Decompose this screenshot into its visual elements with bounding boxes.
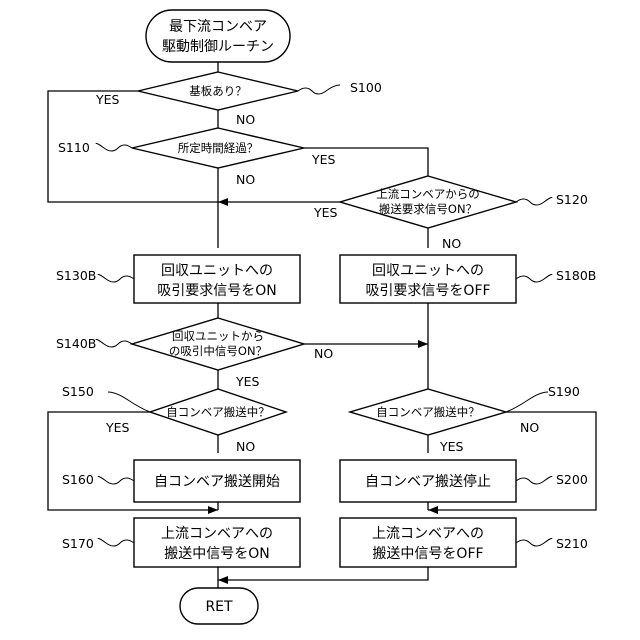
connectors [48, 62, 596, 588]
leader-s150 [108, 392, 150, 412]
step-label-s170: S170 [62, 536, 94, 551]
process-s170-line1: 上流コンベアへの [161, 526, 273, 542]
leader-s110 [96, 144, 132, 152]
leader-s190 [506, 392, 548, 412]
process-s200-line1: 自コンベア搬送停止 [365, 473, 491, 490]
step-label-s110: S110 [58, 140, 90, 155]
step-label-s120: S120 [556, 192, 588, 207]
s190-yes-label: YES [439, 439, 464, 454]
end-terminal: RET [180, 588, 258, 624]
s110-no-label: NO [236, 172, 255, 187]
decision-s120-text-line1: 上流コンベアからの [376, 187, 480, 201]
leader-s200 [516, 477, 552, 485]
leader-s140b [96, 340, 132, 348]
process-s180b: 回収ユニットへの 吸引要求信号をOFF [340, 255, 516, 303]
step-label-s100: S100 [350, 80, 382, 95]
s120-no-label: NO [442, 236, 461, 251]
leader-s180b [516, 275, 552, 283]
decision-s150-text: 自コンベア搬送中？ [166, 405, 270, 419]
s100-yes-label: YES [95, 92, 120, 107]
leader-s120 [516, 198, 552, 206]
start-title-line2: 駆動制御ルーチン [162, 39, 274, 55]
process-s170: 上流コンベアへの 搬送中信号をON [134, 518, 300, 567]
leader-s170 [98, 539, 134, 547]
leader-s130b [98, 275, 134, 283]
s100-no-label: NO [236, 112, 255, 127]
decision-s100-text: 基板あり？ [189, 84, 247, 98]
decision-s110: 所定時間経過？ [132, 128, 304, 168]
process-s160: 自コンベア搬送開始 [134, 460, 300, 502]
edge-s210-merge [218, 567, 428, 588]
end-label: RET [205, 599, 233, 615]
decision-s140b-text-line1: 回収ユニットから [172, 329, 264, 343]
decision-s100: 基板あり？ [138, 72, 298, 110]
decision-s140b-text-line2: の吸引中信号ON？ [169, 344, 267, 358]
start-title-line1: 最下流コンベア [169, 19, 267, 35]
step-label-s190: S190 [548, 384, 580, 399]
start-terminal: 最下流コンベア 駆動制御ルーチン [146, 10, 290, 62]
s140b-yes-label: YES [235, 374, 260, 389]
s150-no-label: NO [236, 439, 255, 454]
arrow-merge [218, 576, 228, 584]
step-label-s140b: S140B [56, 336, 96, 351]
step-label-s210: S210 [556, 536, 588, 551]
leader-s210 [516, 539, 552, 547]
process-s180b-line2: 吸引要求信号をOFF [365, 283, 490, 299]
arrow-s150-yes [208, 506, 218, 514]
process-s180b-line1: 回収ユニットへの [372, 263, 484, 279]
step-label-s180b: S180B [556, 268, 596, 283]
process-s160-line1: 自コンベア搬送開始 [154, 474, 280, 490]
s150-yes-label: YES [105, 420, 130, 435]
decision-s120-text-line2: 搬送要求信号ON？ [379, 202, 477, 216]
process-s210-line2: 搬送中信号をOFF [372, 546, 483, 562]
process-s130b-line1: 回収ユニットへの [161, 263, 273, 279]
s120-yes-label: YES [313, 205, 338, 220]
process-s170-line2: 搬送中信号をON [164, 546, 270, 562]
step-label-s160: S160 [62, 472, 94, 487]
decision-s110-text: 所定時間経過？ [178, 141, 259, 155]
process-s130b: 回収ユニットへの 吸引要求信号をON [134, 255, 300, 303]
process-s130b-line2: 吸引要求信号をON [157, 283, 277, 299]
decision-s190: 自コンベア搬送中？ [350, 389, 506, 435]
arrow-s120-yes [218, 198, 228, 206]
s110-yes-label: YES [311, 152, 336, 167]
process-s210: 上流コンベアへの 搬送中信号をOFF [340, 518, 516, 567]
decision-s120: 上流コンベアからの 搬送要求信号ON？ [340, 176, 516, 228]
step-label-s150: S150 [62, 384, 94, 399]
arrow-s190-no [428, 506, 438, 514]
arrow-s140b-no [418, 340, 428, 348]
process-s210-line1: 上流コンベアへの [372, 526, 484, 542]
leader-s100 [298, 85, 340, 94]
s190-no-label: NO [520, 420, 539, 435]
step-label-s130b: S130B [56, 268, 96, 283]
s140b-no-label: NO [314, 346, 333, 361]
decision-s190-text: 自コンベア搬送中？ [376, 405, 480, 419]
process-s200: 自コンベア搬送停止 [340, 460, 516, 502]
leader-s160 [98, 477, 134, 485]
decision-s140b: 回収ユニットから の吸引中信号ON？ [132, 318, 304, 370]
decision-s150: 自コンベア搬送中？ [150, 389, 286, 435]
step-label-s200: S200 [556, 472, 588, 487]
